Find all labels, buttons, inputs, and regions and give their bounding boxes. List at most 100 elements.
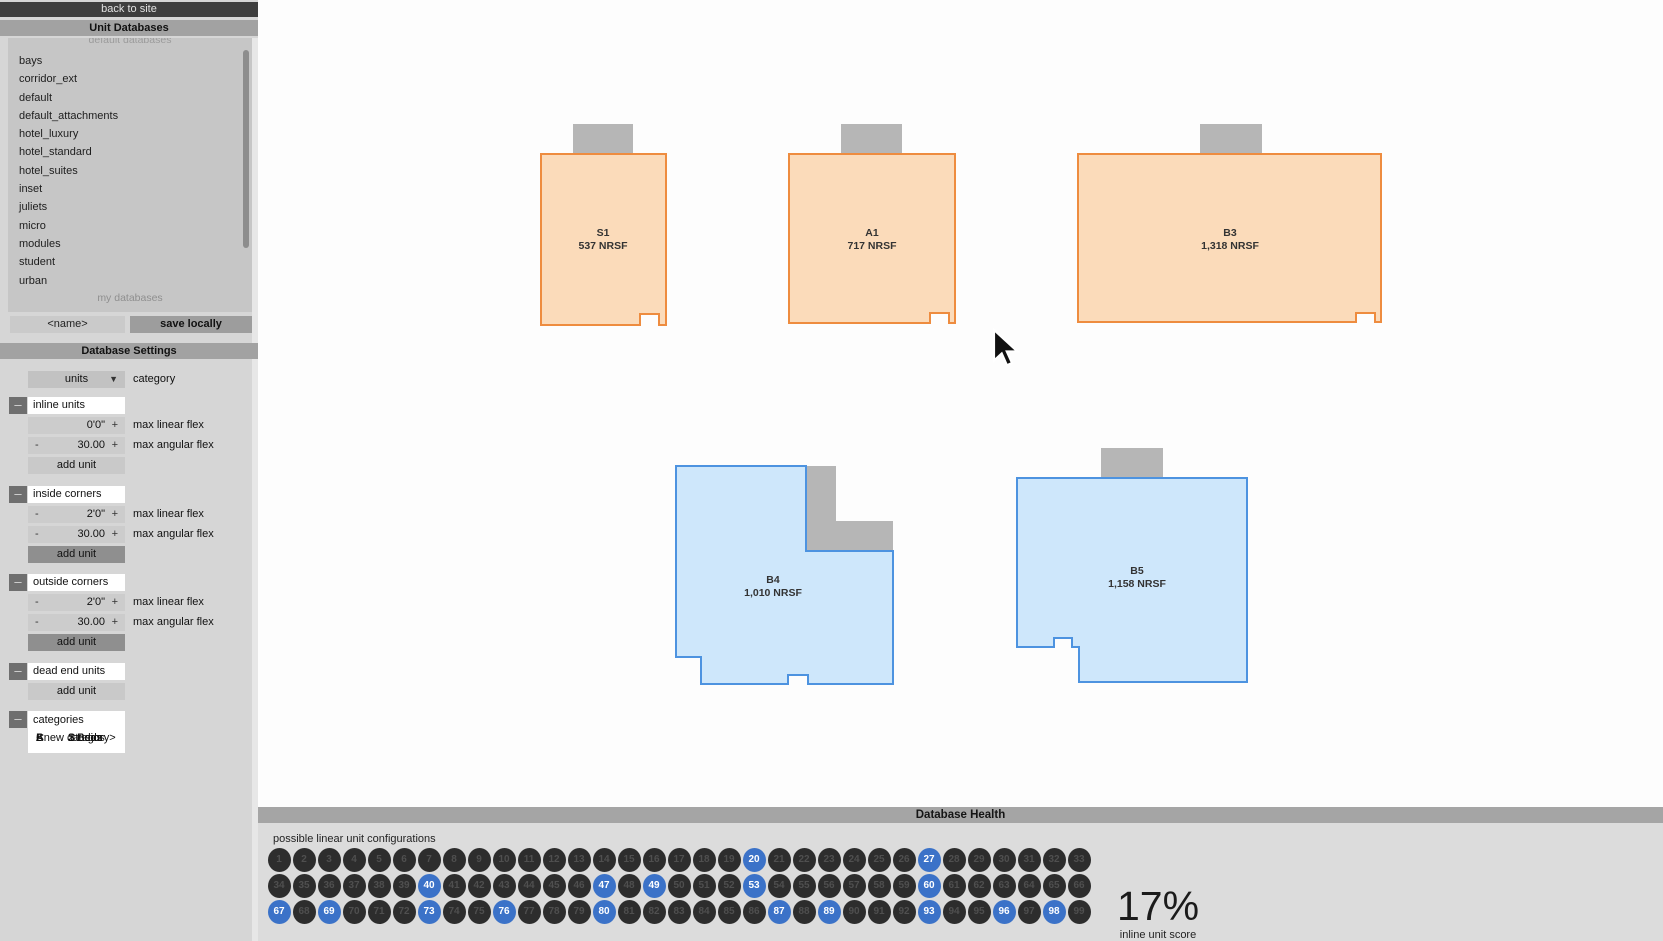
config-circle-59[interactable]: 59 [892, 874, 916, 898]
new-category-button[interactable]: <new category> [37, 732, 116, 744]
config-circle-60[interactable]: 60 [917, 874, 941, 898]
db-list-item-modules[interactable]: modules [19, 237, 61, 250]
config-circle-27[interactable]: 27 [917, 848, 941, 872]
config-circle-29[interactable]: 29 [967, 848, 991, 872]
config-circle-83[interactable]: 83 [667, 900, 691, 924]
config-circle-13[interactable]: 13 [567, 848, 591, 872]
add-unit-button-inside-corners[interactable]: add unit [28, 545, 125, 563]
config-circle-74[interactable]: 74 [442, 900, 466, 924]
config-circle-47[interactable]: 47 [592, 874, 616, 898]
config-circle-42[interactable]: 42 [467, 874, 491, 898]
increment-button[interactable]: + [111, 439, 118, 451]
config-circle-66[interactable]: 66 [1067, 874, 1091, 898]
config-circle-43[interactable]: 43 [492, 874, 516, 898]
config-circle-7[interactable]: 7 [417, 848, 441, 872]
increment-button[interactable]: + [111, 596, 118, 608]
collapse-categories-button[interactable]: – [9, 711, 27, 728]
config-circle-92[interactable]: 92 [892, 900, 916, 924]
unit-polygon-B3[interactable] [1077, 153, 1382, 323]
decrement-button[interactable]: - [35, 527, 39, 540]
config-circle-49[interactable]: 49 [642, 874, 666, 898]
config-circle-57[interactable]: 57 [842, 874, 866, 898]
config-circle-82[interactable]: 82 [642, 900, 666, 924]
config-circle-38[interactable]: 38 [367, 874, 391, 898]
config-circle-75[interactable]: 75 [467, 900, 491, 924]
config-circle-26[interactable]: 26 [892, 848, 916, 872]
config-circle-22[interactable]: 22 [792, 848, 816, 872]
db-list-item-inset[interactable]: inset [19, 183, 43, 196]
config-circle-98[interactable]: 98 [1042, 900, 1066, 924]
config-circle-85[interactable]: 85 [717, 900, 741, 924]
config-circle-80[interactable]: 80 [592, 900, 616, 924]
config-circle-52[interactable]: 52 [717, 874, 741, 898]
config-circle-70[interactable]: 70 [342, 900, 366, 924]
config-circle-14[interactable]: 14 [592, 848, 616, 872]
config-circle-40[interactable]: 40 [417, 874, 441, 898]
config-circle-67[interactable]: 67 [267, 900, 291, 924]
config-circle-44[interactable]: 44 [517, 874, 541, 898]
decrement-button[interactable]: - [35, 596, 39, 608]
back-to-site-button[interactable]: back to site [0, 2, 258, 17]
config-circle-78[interactable]: 78 [542, 900, 566, 924]
config-circle-1[interactable]: 1 [267, 848, 291, 872]
config-circle-12[interactable]: 12 [542, 848, 566, 872]
decrement-button[interactable]: - [35, 616, 39, 628]
config-circle-16[interactable]: 16 [642, 848, 666, 872]
config-circle-3[interactable]: 3 [317, 848, 341, 872]
db-list-item-urban[interactable]: urban [19, 274, 48, 287]
config-circle-51[interactable]: 51 [692, 874, 716, 898]
config-circle-37[interactable]: 37 [342, 874, 366, 898]
config-circle-54[interactable]: 54 [767, 874, 791, 898]
list-scrollbar[interactable] [243, 50, 249, 248]
config-circle-34[interactable]: 34 [267, 874, 291, 898]
config-circle-19[interactable]: 19 [717, 848, 741, 872]
config-circle-68[interactable]: 68 [292, 900, 316, 924]
config-circle-95[interactable]: 95 [967, 900, 991, 924]
config-circle-30[interactable]: 30 [992, 848, 1016, 872]
unit-polygon-B4[interactable] [675, 465, 894, 685]
config-circle-28[interactable]: 28 [942, 848, 966, 872]
config-circle-90[interactable]: 90 [842, 900, 866, 924]
config-circle-21[interactable]: 21 [767, 848, 791, 872]
db-list-item-default_attachments[interactable]: default_attachments [19, 109, 119, 122]
category-dropdown[interactable]: units ▼ [28, 371, 125, 388]
config-circle-86[interactable]: 86 [742, 900, 766, 924]
db-list-item-hotel_luxury[interactable]: hotel_luxury [19, 128, 79, 141]
decrement-button[interactable]: - [35, 507, 39, 520]
config-circle-20[interactable]: 20 [742, 848, 766, 872]
config-circle-89[interactable]: 89 [817, 900, 841, 924]
config-circle-87[interactable]: 87 [767, 900, 791, 924]
config-circle-94[interactable]: 94 [942, 900, 966, 924]
db-list-item-hotel_suites[interactable]: hotel_suites [19, 164, 78, 177]
config-circle-5[interactable]: 5 [367, 848, 391, 872]
db-list-item-corridor_ext[interactable]: corridor_ext [19, 73, 78, 86]
db-list-item-bays[interactable]: bays [19, 55, 43, 67]
config-circle-35[interactable]: 35 [292, 874, 316, 898]
config-circle-10[interactable]: 10 [492, 848, 516, 872]
config-circle-84[interactable]: 84 [692, 900, 716, 924]
config-circle-11[interactable]: 11 [517, 848, 541, 872]
increment-button[interactable]: + [111, 419, 118, 431]
db-list-item-default[interactable]: default [19, 91, 53, 104]
save-locally-button[interactable]: save locally [130, 316, 252, 333]
config-circle-99[interactable]: 99 [1067, 900, 1091, 924]
config-circle-31[interactable]: 31 [1017, 848, 1041, 872]
config-circle-23[interactable]: 23 [817, 848, 841, 872]
config-circle-6[interactable]: 6 [392, 848, 416, 872]
config-circle-8[interactable]: 8 [442, 848, 466, 872]
config-circle-56[interactable]: 56 [817, 874, 841, 898]
unit-polygon-A1[interactable] [788, 153, 956, 324]
db-list-item-hotel_standard[interactable]: hotel_standard [19, 146, 92, 159]
add-unit-button-outside-corners[interactable]: add unit [28, 634, 125, 651]
config-circle-9[interactable]: 9 [467, 848, 491, 872]
config-circle-61[interactable]: 61 [942, 874, 966, 898]
config-circle-96[interactable]: 96 [992, 900, 1016, 924]
collapse-inline-units-button[interactable]: – [9, 397, 27, 414]
config-circle-69[interactable]: 69 [317, 900, 341, 924]
config-circle-18[interactable]: 18 [692, 848, 716, 872]
increment-button[interactable]: + [111, 616, 118, 628]
config-circle-2[interactable]: 2 [292, 848, 316, 872]
config-circle-64[interactable]: 64 [1017, 874, 1041, 898]
config-circle-72[interactable]: 72 [392, 900, 416, 924]
config-circle-91[interactable]: 91 [867, 900, 891, 924]
